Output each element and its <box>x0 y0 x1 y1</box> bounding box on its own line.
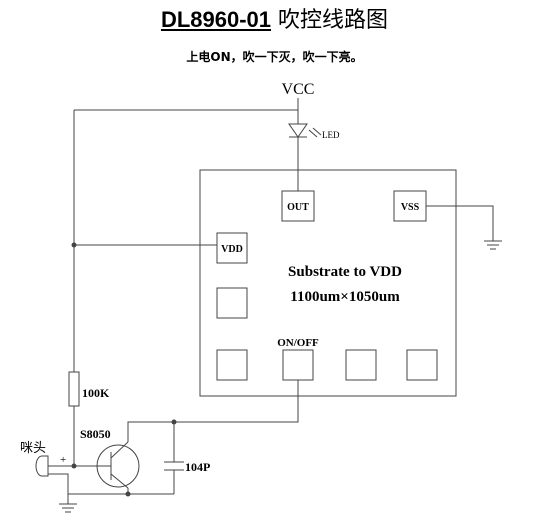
out-pad-label: OUT <box>287 202 309 213</box>
test-pad-4 <box>406 349 438 381</box>
vss-ground-wire <box>426 205 494 241</box>
transistor-collector-lead <box>110 441 129 459</box>
microphone-label: 咪头 <box>20 441 46 456</box>
led-symbol <box>288 123 308 138</box>
on-off-wire <box>127 380 299 442</box>
microphone-symbol <box>35 455 49 477</box>
mic-polarity-label: + <box>60 454 66 466</box>
junction-dot-capacitor-top <box>171 419 177 425</box>
test-pad-1 <box>216 287 248 319</box>
vcc-label: VCC <box>282 81 315 98</box>
on-off-pad-label: ON/OFF <box>277 337 319 349</box>
vdd-pad <box>216 232 248 264</box>
substrate-label: Substrate to VDD <box>288 264 402 280</box>
resistor-100k <box>68 371 80 407</box>
transistor-emitter-lead <box>110 473 129 489</box>
resistor-label: 100K <box>82 386 110 400</box>
junction-dot-capacitor-bottom <box>125 491 131 497</box>
diagram-title: DL8960-01 吹控线路图 <box>0 2 549 34</box>
test-pad-3 <box>345 349 377 381</box>
diagram-subtitle: 上电ON，吹一下灭，吹一下亮。 <box>186 50 363 64</box>
vdd-pad-label: VDD <box>221 244 243 255</box>
led-label: LED <box>322 130 340 140</box>
chip-body <box>199 169 457 397</box>
diagram-name: 吹控线路图 <box>278 8 389 33</box>
junction-dot-vdd <box>71 242 77 248</box>
part-number: DL8960-01 <box>160 7 272 32</box>
vss-pad-label: VSS <box>401 202 420 213</box>
transistor-label: S8050 <box>80 427 111 441</box>
test-pad-2 <box>216 349 248 381</box>
chip-size-label: 1100um×1050um <box>290 289 400 305</box>
capacitor-label: 104P <box>185 460 210 474</box>
mic-ground-wire <box>48 473 69 494</box>
junction-dot-base <box>71 463 77 469</box>
on-off-pad <box>282 349 314 381</box>
out-pad <box>281 190 315 222</box>
led-emission-arrows <box>308 127 322 138</box>
